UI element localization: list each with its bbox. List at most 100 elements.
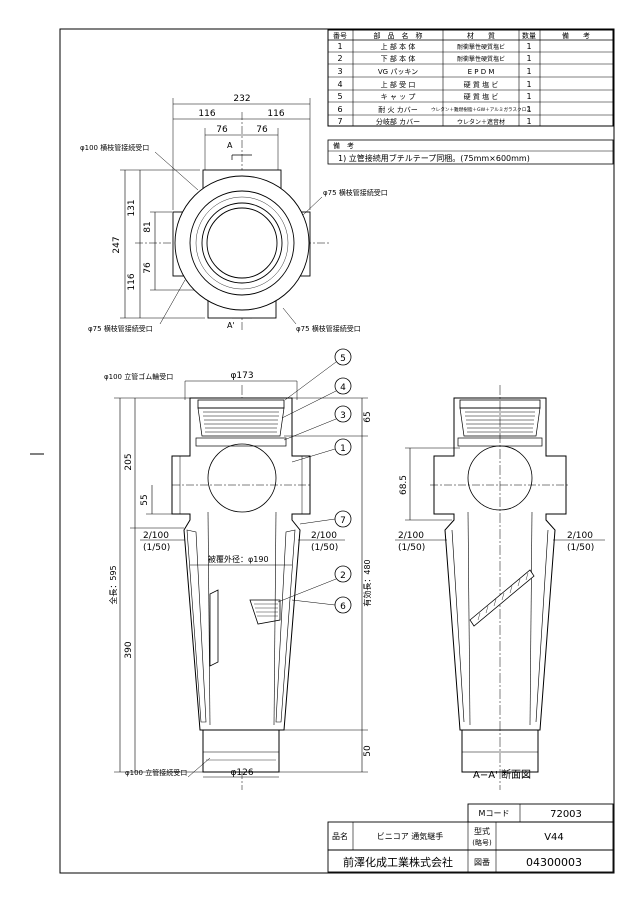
dimension-label: 耐衝撃性硬質塩ビ: [457, 43, 505, 51]
dimension-label: 7: [337, 117, 342, 126]
dimension-label: φ75 横枝管接続受口: [296, 324, 361, 333]
dimension-label: 205: [124, 453, 134, 470]
model-code: V44: [544, 832, 564, 843]
drawing-border: [59, 28, 615, 874]
dimension-label: 上 部 受 口: [381, 80, 416, 89]
m-code: 72003: [550, 809, 582, 820]
dimension-label: 1: [526, 54, 531, 63]
dimension-label: 232: [233, 94, 250, 104]
dimension-label: キ ャ ッ プ: [381, 93, 416, 101]
table-row: 3 VG パッキン E P D M 1: [337, 67, 531, 76]
dimension-label: 全長：595: [108, 565, 118, 604]
dimension-label: 硬 質 塩 ビ: [464, 92, 499, 101]
dimension-label: 116: [198, 109, 215, 119]
header-material: 材 質: [467, 31, 495, 40]
dimension-label: 50: [363, 745, 373, 757]
notes-box: 備 考 1) 立管接続用ブチルテープ同梱。(75mm×600mm): [327, 139, 614, 165]
header-no: 番号: [333, 32, 347, 40]
dimension-label: 131: [127, 199, 137, 216]
dimension-label: 247: [112, 236, 122, 253]
table-row: 7 分岐部 カバー ウレタン＋遮音材 1: [337, 117, 531, 126]
callout-7: 7: [299, 510, 352, 528]
dimension-label: 上 部 本 体: [381, 42, 416, 51]
dimension-label: 硬 質 塩 ビ: [464, 80, 499, 89]
dimension-label: 1: [526, 117, 531, 126]
title-block: Mコード 72003 品名 ビニコア 通気継手 型式 (略号) V44 前澤化成…: [327, 803, 614, 873]
dimension-label: 6: [337, 105, 342, 114]
header-name: 部 品 名 称: [374, 31, 423, 40]
dimension-label: 68.5: [399, 475, 409, 495]
dimension-label: 下 部 本 体: [381, 54, 416, 63]
dimension-label: 有効長：480: [362, 559, 372, 606]
dimension-label: φ100 立管ゴム輪受口: [104, 372, 173, 381]
dimension-label: ウレタン＋遮音材: [457, 118, 505, 126]
dimension-label: (1/50): [311, 543, 338, 553]
table-row: 1 上 部 本 体 耐衝撃性硬質塩ビ 1: [337, 42, 531, 51]
table-row: 5 キ ャ ッ プ 硬 質 塩 ビ 1: [337, 92, 531, 101]
section-view: 68.5 2/100 (1/50) 2/100 (1/50) A−A' 断面図: [395, 385, 605, 790]
dimension-label: 型式: [474, 826, 490, 836]
table-row: 4 上 部 受 口 硬 質 塩 ビ 1: [337, 80, 531, 89]
dimension-label: 76: [143, 262, 153, 274]
dimension-label: φ75 横枝管接続受口: [88, 324, 153, 333]
callout-5: 5: [284, 348, 352, 401]
plan-view: 232 116 116 76 76 A A' 131 81 247 76 116: [80, 94, 388, 333]
dimension-label: E P D M: [468, 68, 495, 76]
dimension-label: 2/100: [143, 531, 169, 541]
dimension-label: φ75 横枝管接続受口: [323, 188, 388, 197]
callout-2: 2: [277, 565, 352, 603]
section-caption: A−A' 断面図: [473, 768, 531, 781]
dimension-label: Mコード: [479, 809, 510, 818]
dimension-label: 1: [340, 444, 346, 454]
parts-table: 番号 部 品 名 称 材 質 数量 備 考 1 上 部 本 体 耐衝撃性硬質塩ビ…: [327, 29, 614, 127]
company-name: 前澤化成工業株式会社: [343, 855, 453, 869]
dimension-label: 4: [337, 80, 342, 89]
dimension-label: (1/50): [143, 543, 170, 553]
notes-header: 備 考: [333, 141, 354, 150]
callout-3: 3: [283, 405, 352, 441]
dimension-label: 4: [340, 383, 346, 393]
dimension-label: 2/100: [567, 531, 593, 541]
dimension-label: 5: [340, 354, 346, 364]
dimension-label: A': [227, 321, 235, 330]
product-name: ビニコア 通気継手: [377, 831, 444, 841]
dimension-label: 65: [363, 411, 373, 422]
dimension-label: 1: [526, 80, 531, 89]
table-row: 2 下 部 本 体 耐衝撃性硬質塩ビ 1: [337, 54, 531, 63]
dimension-label: 品名: [332, 831, 348, 841]
dimension-label: φ100 立管接続受口: [125, 768, 187, 777]
dimension-label: VG パッキン: [378, 68, 418, 76]
header-qty: 数量: [522, 31, 536, 40]
dimension-label: φ126: [230, 768, 253, 778]
dimension-label: 2: [340, 571, 346, 581]
dimension-label: 55: [140, 494, 150, 505]
dimension-label: ウレタン＋難燃樹脂＋GW＋アルミガラスクロス: [431, 106, 531, 113]
dimension-label: 390: [124, 641, 134, 658]
dimension-label: 耐衝撃性硬質塩ビ: [457, 55, 505, 63]
dimension-label: 1: [337, 42, 342, 51]
dimension-label: 7: [340, 516, 346, 526]
dimension-label: (1/50): [567, 543, 594, 553]
dimension-label: 76: [256, 125, 268, 135]
dimension-label: 分岐部 カバー: [376, 117, 420, 126]
dimension-label: 被覆外径：φ190: [208, 554, 269, 564]
dimension-label: 116: [267, 109, 284, 119]
dimension-label: 2/100: [311, 531, 337, 541]
callout-4: 4: [281, 377, 352, 419]
dimension-label: 耐 火 カバー: [378, 105, 417, 114]
dimension-label: A: [227, 141, 233, 150]
dimension-label: (略号): [472, 838, 492, 847]
dimension-label: 図番: [474, 857, 490, 867]
dimension-label: 1: [526, 92, 531, 101]
dimension-label: 1: [526, 105, 531, 114]
dimension-label: (1/50): [398, 543, 425, 553]
note-item: 1) 立管接続用ブチルテープ同梱。(75mm×600mm): [338, 153, 530, 163]
dimension-label: φ100 横枝管接続受口: [80, 143, 149, 152]
front-view: φ100 立管ゴム輪受口 φ173: [104, 348, 373, 790]
dimension-label: 3: [340, 411, 346, 421]
dimension-label: 76: [216, 125, 228, 135]
callout-1: 1: [291, 438, 352, 463]
drawing-number: 04300003: [526, 856, 582, 869]
